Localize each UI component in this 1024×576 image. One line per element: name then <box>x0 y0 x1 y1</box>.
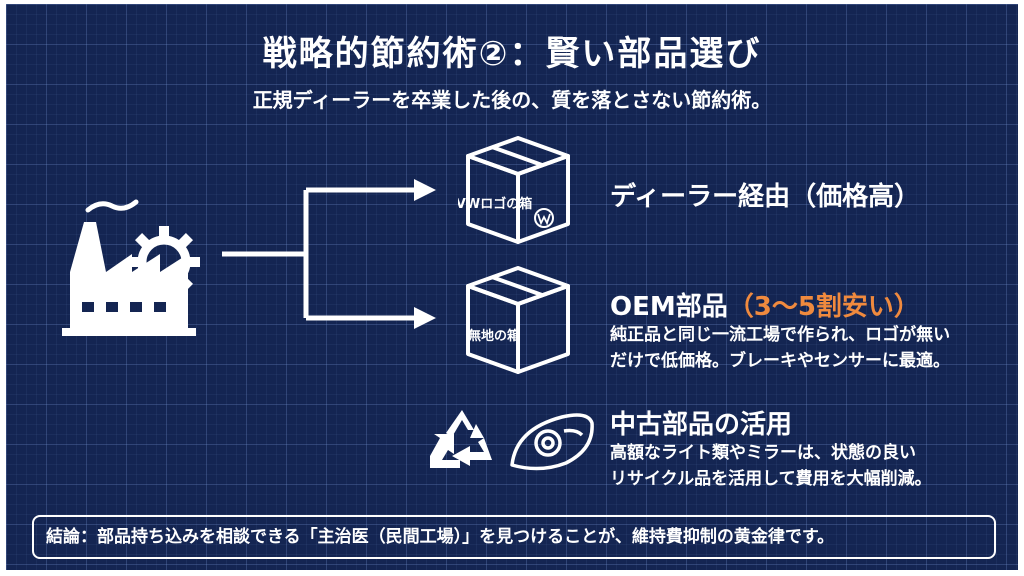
slide: 戦略的節約術②：賢い部品選び 正規ディーラーを卒業した後の、質を落とさない節約術… <box>6 4 1018 570</box>
option-oem-description-line: 純正品と同じ一流工場で作られ、ロゴが無い <box>610 325 951 345</box>
option-oem-heading-accent: （3〜5割安い） <box>727 292 920 322</box>
branch-arrows <box>222 179 436 329</box>
option-used-description-line: 高額なライト類やミラーは、状態の良い <box>610 443 916 463</box>
option-dealer-heading: ディーラー経由（価格高） <box>610 182 921 212</box>
option-oem-heading: OEM部品（3〜5割安い） <box>610 286 920 323</box>
option-oem-description-line: だけで低価格。ブレーキやセンサーに最適。 <box>610 351 950 371</box>
option-oem-description: 純正品と同じ一流工場で作られ、ロゴが無い だけで低価格。ブレーキやセンサーに最適… <box>610 322 950 374</box>
box-with-vw-logo-icon: VWロゴの箱 <box>458 136 570 244</box>
box-label-plain: 無地の箱 <box>468 328 520 344</box>
page-title: 戦略的節約術②：賢い部品選び <box>262 34 762 74</box>
factory-gear-icon <box>62 199 200 336</box>
recycle-icon <box>430 410 492 468</box>
page-subtitle: 正規ディーラーを卒業した後の、質を落とさない節約術。 <box>252 88 772 112</box>
option-used-description-line: リサイクル品を活用して費用を大幅削減。 <box>610 469 932 489</box>
option-oem-heading-text: OEM部品 <box>610 292 728 322</box>
option-used-heading: 中古部品の活用 <box>610 410 793 440</box>
box-label-vw: VWロゴの箱 <box>458 196 532 212</box>
option-used-description: 高額なライト類やミラーは、状態の良い リサイクル品を活用して費用を大幅削減。 <box>610 440 932 492</box>
conclusion-box: 結論：部品持ち込みを相談できる「主治医（民間工場）」を見つけることが、維持費抑制… <box>32 515 996 559</box>
plain-box-icon: 無地の箱 <box>466 266 570 374</box>
headlight-icon <box>510 413 594 471</box>
